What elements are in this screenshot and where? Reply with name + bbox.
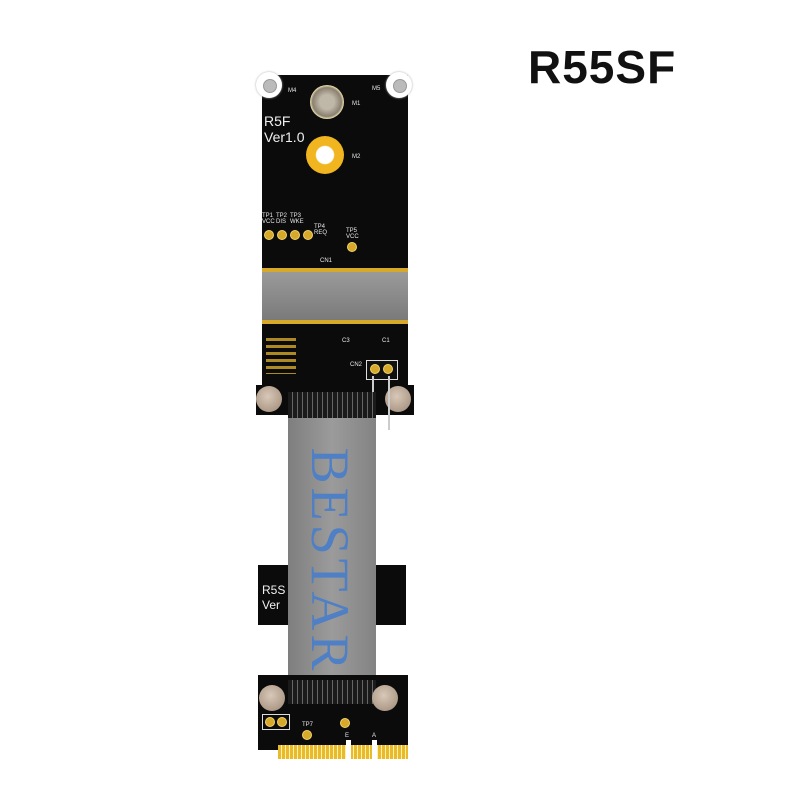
tp2-name: DIS — [276, 219, 287, 225]
label-m1: M1 — [352, 101, 361, 107]
mount-hole-m4 — [256, 72, 282, 98]
bottom-version-label: Ver — [262, 598, 281, 612]
key-notch-e — [346, 740, 351, 760]
tp2-id: TP2 — [276, 213, 288, 219]
key-e-label: E — [345, 733, 350, 739]
header-pin — [265, 717, 275, 727]
test-pad — [290, 230, 300, 240]
model-label: R5F — [264, 113, 291, 129]
pin-header-bottom — [262, 714, 290, 730]
cn2-label: CN2 — [350, 362, 363, 368]
bottom-model-label: R5S — [262, 583, 286, 597]
tp5-name: VCC — [346, 234, 359, 240]
mount-hole-m5 — [386, 72, 412, 98]
header-pin — [383, 364, 393, 374]
cn1-label: CN1 — [320, 258, 333, 264]
tp3-id: TP3 — [290, 213, 302, 219]
middle-tab-right — [376, 565, 406, 625]
header-pin — [277, 717, 287, 727]
test-pad — [277, 230, 287, 240]
key-a-label: A — [372, 733, 377, 739]
tp1-id: TP1 — [262, 213, 274, 219]
smd-components — [266, 334, 296, 374]
m2-socket-connector — [262, 268, 408, 324]
screw-left — [256, 386, 282, 412]
test-pad — [264, 230, 274, 240]
product-title: R55SF — [528, 41, 677, 93]
cable-brand: BESTAR — [300, 447, 360, 675]
c3-label: C3 — [342, 338, 350, 344]
test-pad — [303, 230, 313, 240]
tp7-label: TP7 — [302, 722, 314, 728]
test-pad — [340, 718, 350, 728]
tp4-id: TP4 — [314, 224, 326, 230]
key-notch-a — [372, 740, 377, 760]
mount-pad-m2 — [306, 136, 344, 174]
label-m4: M4 — [288, 88, 297, 94]
screw-right — [372, 685, 398, 711]
tp5-id: TP5 — [346, 228, 358, 234]
gold-fingers — [278, 745, 408, 759]
label-m5: M5 — [372, 86, 381, 92]
test-pad — [347, 242, 357, 252]
middle-tab-left — [258, 565, 288, 625]
tp1-name: VCC — [262, 219, 275, 225]
screw-left — [259, 685, 285, 711]
label-m2: M2 — [352, 154, 361, 160]
tp3-name: WKE — [290, 219, 304, 225]
test-pad — [302, 730, 312, 740]
tp4-name: REQ — [314, 230, 328, 236]
flex-cable — [288, 418, 376, 683]
c1-label: C1 — [382, 338, 390, 344]
ribbon-connector-bottom — [288, 680, 376, 704]
header-pin — [370, 364, 380, 374]
standoff-m1 — [310, 85, 344, 119]
version-label: Ver1.0 — [264, 129, 305, 145]
ribbon-connector-top — [288, 392, 376, 418]
